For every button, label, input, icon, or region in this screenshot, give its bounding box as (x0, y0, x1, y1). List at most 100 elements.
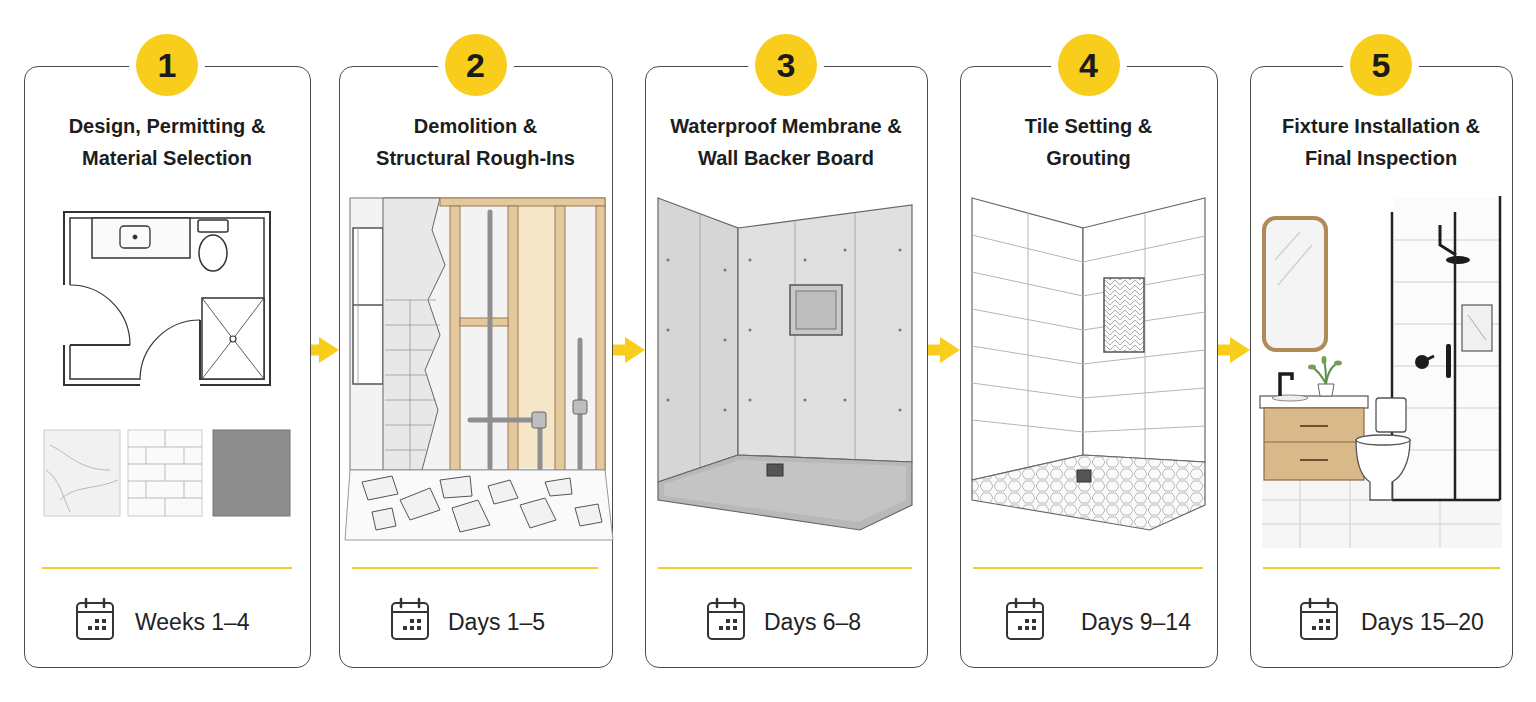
finished-bathroom-illustration (1376, 398, 1406, 432)
demolition-illustration (440, 198, 605, 470)
material-swatch (184, 481, 185, 498)
backer-board-illustration (844, 399, 847, 402)
demolition-illustration (383, 198, 445, 470)
finished-bathroom-illustration (1356, 440, 1410, 500)
backer-board-illustration (767, 464, 783, 476)
finished-bathroom-illustration (1446, 256, 1470, 264)
calendar-icon (708, 599, 744, 639)
material-swatch (146, 481, 147, 498)
tiled-shower-illustration (972, 383, 1083, 398)
tiled-shower-illustration (1083, 274, 1205, 296)
backer-board-illustration (667, 399, 670, 402)
demolition-illustration (350, 198, 605, 470)
finished-bathroom-illustration (1422, 356, 1434, 362)
finished-bathroom-illustration (1262, 480, 1500, 548)
tiled-shower-illustration (1083, 388, 1205, 398)
finished-bathroom-illustration (1391, 212, 1394, 500)
finished-bathroom-illustration (1440, 225, 1456, 255)
flow-arrow (613, 345, 627, 356)
demolition-illustration (470, 420, 540, 468)
material-swatch (44, 430, 120, 516)
phase-title: Tile Setting & Grouting (989, 110, 1189, 174)
demolition-illustration (460, 318, 508, 326)
step-badge: 5 (1350, 34, 1412, 96)
floor-plan (202, 298, 264, 379)
flow-arrow (1218, 345, 1232, 356)
finished-bathroom-illustration (1264, 218, 1326, 350)
backer-board-illustration (749, 399, 752, 402)
backer-board-illustration (749, 259, 752, 262)
demolition-illustration (410, 300, 411, 470)
tiled-shower-illustration (1145, 213, 1146, 458)
finished-bathroom-illustration (1394, 408, 1500, 409)
phase-title: Design, Permitting & Material Selection (47, 110, 287, 174)
phase-duration: Days 9–14 (1081, 608, 1191, 636)
phase-title: Waterproof Membrane & Wall Backer Board (661, 110, 911, 174)
demolition-illustration (385, 375, 428, 376)
finished-bathroom-illustration (1462, 305, 1492, 351)
floor-plan (62, 212, 270, 387)
phase-duration: Days 6–8 (764, 608, 861, 636)
backer-board-illustration (899, 409, 902, 412)
material-swatch (46, 445, 118, 512)
demolition-illustration (353, 228, 383, 384)
demolition-illustration (440, 198, 605, 206)
tiled-shower-illustration (1083, 236, 1205, 262)
tiled-shower-illustration (972, 213, 1205, 467)
calendar-icon (77, 599, 1337, 639)
tiled-shower-illustration (1083, 426, 1205, 432)
phase-title: Fixture Installation & Final Inspection (1269, 110, 1494, 174)
demolition-illustration (345, 470, 613, 540)
phase-duration: Weeks 1–4 (135, 608, 250, 636)
demolition-illustration (385, 350, 434, 351)
demolition-illustration (488, 480, 518, 504)
tiled-shower-illustration (1028, 213, 1029, 467)
phase-title: Demolition & Structural Rough-Ins (371, 110, 581, 174)
demolition-illustration (488, 212, 493, 468)
material-swatch (165, 464, 166, 481)
floor-plan (198, 220, 228, 232)
backer-board-illustration (804, 399, 807, 402)
demolition-illustration (452, 500, 490, 532)
backer-board-illustration (790, 285, 842, 335)
demolition-illustration (508, 206, 518, 470)
material-swatch (128, 464, 202, 465)
floor-plan (202, 298, 264, 379)
step-badge: 4 (1058, 34, 1120, 96)
demolition-illustration (353, 304, 383, 306)
finished-bathroom-illustration (1300, 459, 1328, 461)
phase-card: Fixture Installation & Final InspectionD… (1250, 66, 1513, 668)
material-swatch (128, 481, 202, 482)
finished-bathroom-illustration (1308, 365, 1316, 370)
tiled-shower-illustration (1083, 198, 1205, 462)
step-badge: 1 (136, 34, 198, 96)
phase-card: Waterproof Membrane & Wall Backer BoardD… (645, 66, 928, 668)
calendar-icon (1301, 599, 1337, 639)
demolition-illustration (385, 400, 436, 401)
demolition-illustration (385, 300, 440, 470)
material-swatch (165, 430, 166, 447)
finished-bathroom-illustration (1260, 196, 1502, 548)
phase-duration: Days 15–20 (1361, 608, 1484, 636)
finished-bathroom-illustration (1278, 245, 1312, 285)
material-swatch (184, 447, 185, 464)
backer-board-illustration (700, 214, 701, 467)
demolition-illustration (358, 228, 359, 384)
floor-plan (70, 218, 264, 379)
backer-board-illustration (724, 269, 727, 272)
demolition-illustration (575, 504, 602, 526)
demolition-illustration (385, 325, 440, 326)
separator-line (658, 567, 912, 569)
finished-bathroom-illustration (1394, 240, 1500, 450)
finished-bathroom-illustration (1275, 232, 1300, 260)
demolition-illustration (385, 450, 426, 451)
finished-bathroom-illustration (1308, 356, 1342, 370)
finished-bathroom-illustration (1394, 282, 1500, 283)
finished-bathroom-illustration (1262, 480, 1502, 548)
backer-board-illustration (899, 329, 902, 332)
finished-bathroom-illustration (1260, 396, 1368, 408)
tiled-shower-illustration (1083, 312, 1205, 330)
backer-board-illustration (667, 249, 902, 412)
tiled-shower-illustration (972, 420, 1083, 432)
